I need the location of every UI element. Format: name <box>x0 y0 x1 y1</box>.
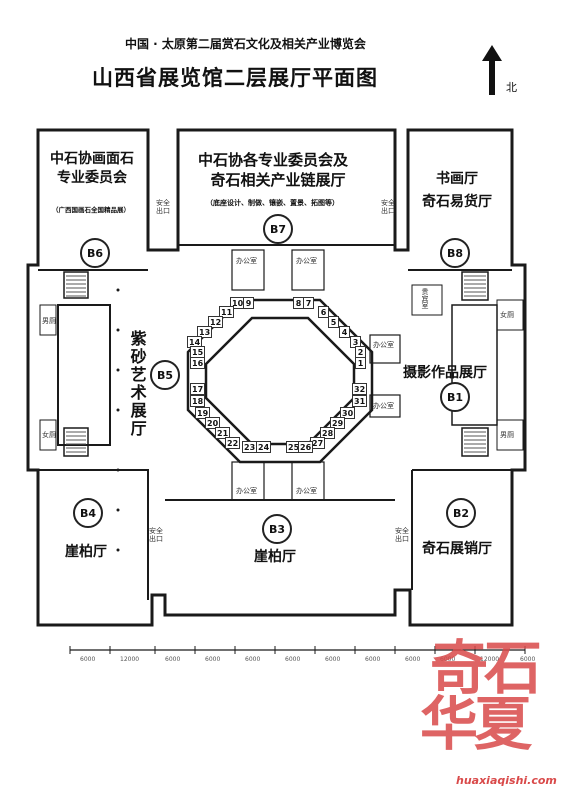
b2-hall-name: 奇石展销厅 <box>422 541 492 557</box>
zone-marker-b7: B7 <box>263 214 293 244</box>
b1-hall-name: 摄影作品展厅 <box>403 365 487 381</box>
zone-marker-b2: B2 <box>446 498 476 528</box>
booth-number: 30 <box>340 407 356 419</box>
b6-hall-line1: 中石协画面石 <box>50 151 134 167</box>
b8-hall-name: 书画厅 奇石易货厅 <box>422 170 492 212</box>
scale-tick-label: 6000 <box>325 656 341 663</box>
b3-hall-name: 崖柏厅 <box>254 549 296 565</box>
booth-number: 22 <box>225 437 241 449</box>
scale-tick-label: 6000 <box>285 656 301 663</box>
scale-tick-label: 6000 <box>165 656 181 663</box>
b6-hall-note: （广西国画石全国精品展） <box>52 206 130 214</box>
booth-number: 4 <box>339 326 350 338</box>
scale-tick-label: 6000 <box>440 656 456 663</box>
office-label: 办公室 <box>373 402 394 410</box>
zone-marker-b1: B1 <box>440 382 470 412</box>
safe-exit-label: 安全出口 <box>381 199 395 215</box>
booth-number: 28 <box>320 427 336 439</box>
booth-number: 21 <box>215 427 231 439</box>
booth-number: 32 <box>352 383 368 395</box>
booth-number: 9 <box>243 297 254 309</box>
female-restroom-label: 女厕 <box>42 431 56 439</box>
zone-marker-b3: B3 <box>262 514 292 544</box>
booth-number: 31 <box>352 395 368 407</box>
booth-number: 26 <box>298 441 314 453</box>
booth-number: 23 <box>242 441 258 453</box>
b7-hall-note: （底座设计、制做、镶嵌、置景、拓图等） <box>206 199 339 207</box>
office-label: 办公室 <box>296 257 317 265</box>
floor-plan-title: 山西省展览馆二层展厅平面图 <box>92 66 378 90</box>
office-label: 办公室 <box>236 257 257 265</box>
scale-tick-label: 6000 <box>245 656 261 663</box>
vip-room-label: 贵宾室 <box>421 288 429 309</box>
zone-marker-b5: B5 <box>150 360 180 390</box>
booth-number: 6 <box>318 306 329 318</box>
scale-tick-label: 6000 <box>365 656 381 663</box>
scale-tick-label: 12000 <box>120 656 140 663</box>
booth-number: 11 <box>219 306 235 318</box>
booth-number: 29 <box>330 417 346 429</box>
b8-hall-line2: 奇石易货厅 <box>422 193 492 210</box>
office-label: 办公室 <box>236 487 257 495</box>
office-label: 办公室 <box>296 487 317 495</box>
zone-marker-b6: B6 <box>80 238 110 268</box>
booth-number: 16 <box>190 357 206 369</box>
b4-hall-name: 崖柏厅 <box>65 544 107 560</box>
booth-number: 17 <box>190 383 206 395</box>
b7-hall-line1: 中石协各专业委员会及 <box>198 151 349 169</box>
zone-marker-b4: B4 <box>73 498 103 528</box>
booth-number: 12 <box>208 316 224 328</box>
safe-exit-label: 安全出口 <box>149 527 163 543</box>
booth-number: 5 <box>328 316 339 328</box>
watermark-logo: 奇石华夏 <box>420 634 542 758</box>
booth-number: 24 <box>256 441 272 453</box>
watermark-url: huaxiaqishi.com <box>456 774 557 787</box>
b6-hall-name: 中石协画面石 专业委员会 <box>50 150 134 188</box>
b6-hall-line2: 专业委员会 <box>57 169 127 186</box>
exhibition-subtitle: 中国 · 太原第二届赏石文化及相关产业博览会 <box>125 37 366 51</box>
male-restroom-label: 男厕 <box>42 317 56 325</box>
b7-hall-line2: 奇石相关产业链展厅 <box>210 171 346 190</box>
scale-tick-label: 6000 <box>80 656 96 663</box>
scale-tick-label: 12000 <box>480 656 500 663</box>
booth-number: 13 <box>197 326 213 338</box>
safe-exit-label: 安全出口 <box>156 199 170 215</box>
zone-marker-b8: B8 <box>440 238 470 268</box>
scale-tick-label: 6000 <box>520 656 536 663</box>
b7-hall-name: 中石协各专业委员会及 奇石相关产业链展厅 <box>198 150 348 191</box>
office-label: 办公室 <box>373 341 394 349</box>
north-label: 北 <box>506 81 517 94</box>
scale-tick-label: 6000 <box>205 656 221 663</box>
north-arrow-icon <box>482 45 502 95</box>
booth-number: 7 <box>303 297 314 309</box>
booth-number: 19 <box>195 407 211 419</box>
booth-number: 18 <box>190 395 206 407</box>
male-restroom-label: 男厕 <box>500 431 514 439</box>
booth-number: 20 <box>205 417 221 429</box>
scale-tick-label: 6000 <box>405 656 421 663</box>
b8-hall-line1: 书画厅 <box>436 171 478 187</box>
safe-exit-label: 安全出口 <box>395 527 409 543</box>
booth-number: 14 <box>187 336 203 348</box>
b5-hall-name: 紫砂艺术展厅 <box>127 330 147 438</box>
booth-number: 1 <box>355 357 366 369</box>
female-restroom-label: 女厕 <box>500 311 514 319</box>
